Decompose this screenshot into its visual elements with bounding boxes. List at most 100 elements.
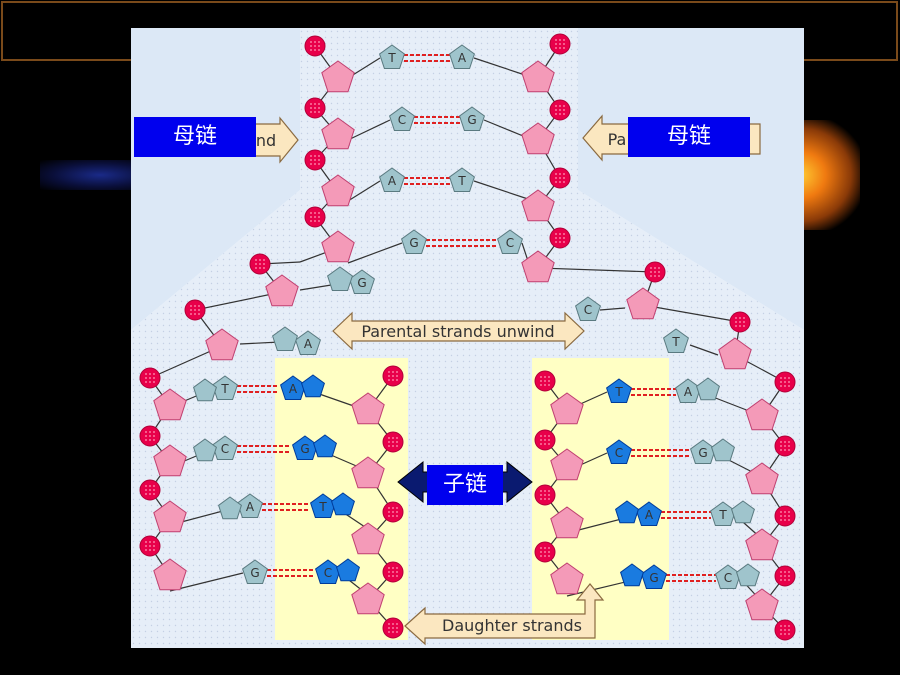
phosphate-texture-dot <box>198 313 200 315</box>
deoxyribose-sugar <box>321 174 355 207</box>
parent-base-ring2 <box>711 438 735 462</box>
phosphate-texture-dot <box>392 623 394 625</box>
base-letter: A <box>388 174 397 188</box>
phosphate-texture-dot <box>563 181 565 183</box>
phosphate-texture-dot <box>540 439 542 441</box>
deoxyribose-sugar <box>550 448 584 481</box>
deoxyribose-sugar <box>521 250 555 283</box>
deoxyribose-sugar <box>745 462 779 495</box>
base-ring <box>606 378 632 403</box>
phosphate-texture-dot <box>654 275 656 277</box>
phosphate-texture-dot <box>559 177 561 179</box>
phosphate-texture-dot <box>145 435 147 437</box>
phosphate-texture-dot <box>190 313 192 315</box>
phosphate-texture-dot <box>559 181 561 183</box>
base-letter: C <box>398 113 406 127</box>
deoxyribose-sugar <box>351 456 385 489</box>
phosphate-texture-dot <box>392 511 394 513</box>
phosphate-texture-dot <box>314 45 316 47</box>
phosphate-texture-dot <box>559 39 561 41</box>
phosphate-texture-dot <box>153 489 155 491</box>
phosphate-texture-dot <box>318 220 320 222</box>
phosphate-texture-dot <box>392 575 394 577</box>
phosphate-texture-dot <box>318 103 320 105</box>
phosphate-texture-dot <box>739 321 741 323</box>
daughter-base-ring2 <box>336 558 360 582</box>
phosphate-texture-dot <box>310 216 312 218</box>
phosphate-texture-dot <box>310 220 312 222</box>
phosphate-texture-dot <box>784 579 786 581</box>
phosphate-texture-dot <box>396 623 398 625</box>
phosphate-texture-dot <box>559 43 561 45</box>
base-letter: A <box>304 337 313 351</box>
phosphate-texture-dot <box>544 435 546 437</box>
phosphate-texture-dot <box>310 163 312 165</box>
deoxyribose-sugar <box>351 522 385 555</box>
phosphate-texture-dot <box>153 381 155 383</box>
parent-base: G <box>242 559 268 584</box>
daughter-base-ring2 <box>301 374 325 398</box>
glycosidic-link <box>521 242 529 262</box>
daughter-strands-text: Daughter strands <box>442 616 582 635</box>
phosphate-texture-dot <box>563 113 565 115</box>
phosphate-texture-dot <box>658 275 660 277</box>
phosphate-texture-dot <box>555 39 557 41</box>
phosphate-texture-dot <box>540 547 542 549</box>
phosphate-texture-dot <box>548 380 550 382</box>
parent-base: T <box>379 44 405 69</box>
phosphate-texture-dot <box>735 325 737 327</box>
phosphate-texture-dot <box>310 159 312 161</box>
phosphate-texture-dot <box>145 381 147 383</box>
deoxyribose-sugar <box>351 582 385 615</box>
phosphate-texture-dot <box>780 441 782 443</box>
phosphate-texture-dot <box>388 515 390 517</box>
phosphate-texture-dot <box>544 490 546 492</box>
daughter-base-ring2 <box>313 434 337 458</box>
phosphate-texture-dot <box>149 439 151 441</box>
glycosidic-link <box>473 57 529 77</box>
parent-base: T <box>663 328 689 353</box>
base-ring <box>295 330 321 355</box>
phosphate-texture-dot <box>788 519 790 521</box>
phosphate-texture-dot <box>544 494 546 496</box>
phosphate-texture-dot <box>310 41 312 43</box>
base-letter: T <box>718 508 727 522</box>
base-letter: G <box>357 276 366 290</box>
phosphate-texture-dot <box>563 109 565 111</box>
phosphate-texture-dot <box>396 441 398 443</box>
phosphate-texture-dot <box>739 317 741 319</box>
phosphate-texture-dot <box>780 571 782 573</box>
base-letter: C <box>615 446 623 460</box>
phosphate-texture-dot <box>318 159 320 161</box>
phosphate-texture-dot <box>149 493 151 495</box>
phosphate-texture-dot <box>263 267 265 269</box>
phosphate-texture-dot <box>788 629 790 631</box>
phosphate-texture-dot <box>198 305 200 307</box>
phosphate-texture-dot <box>388 627 390 629</box>
phosphate-texture-dot <box>563 39 565 41</box>
phosphate-texture-dot <box>544 498 546 500</box>
phosphate-texture-dot <box>555 105 557 107</box>
phosphate-texture-dot <box>310 107 312 109</box>
phosphate-texture-dot <box>743 325 745 327</box>
phosphate-texture-dot <box>548 551 550 553</box>
phosphate-texture-dot <box>784 377 786 379</box>
phosphate-texture-dot <box>388 441 390 443</box>
phosphate-texture-dot <box>392 571 394 573</box>
phosphate-texture-dot <box>780 381 782 383</box>
daughter-strands-arrow: Daughter strands <box>404 583 605 646</box>
phosphate-texture-dot <box>153 377 155 379</box>
phosphate-texture-dot <box>780 449 782 451</box>
phosphate-texture-dot <box>392 627 394 629</box>
phosphate-texture-dot <box>784 385 786 387</box>
daughter-base-ring2 <box>615 500 639 524</box>
phosphate-texture-dot <box>540 435 542 437</box>
deoxyribose-sugar <box>153 444 187 477</box>
phosphate-texture-dot <box>396 437 398 439</box>
phosphate-texture-dot <box>788 571 790 573</box>
phosphate-texture-dot <box>555 109 557 111</box>
parent-base: T <box>449 167 475 192</box>
phosphate-texture-dot <box>563 105 565 107</box>
parental-unwind-arrow: Parental strands unwind <box>332 311 585 351</box>
deoxyribose-sugar <box>321 117 355 150</box>
